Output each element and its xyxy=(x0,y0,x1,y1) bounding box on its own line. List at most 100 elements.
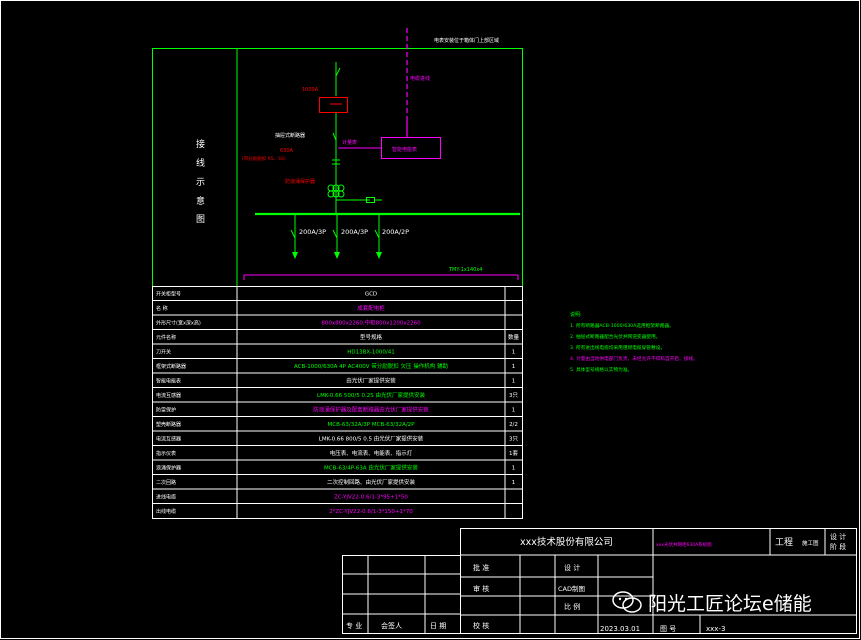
tb-mid-label: CAD制图 xyxy=(558,584,585,593)
table-cell-qty: 1 xyxy=(512,480,516,486)
side-title-char: 意 xyxy=(196,195,205,207)
sheet-no: xxx-3 xyxy=(706,625,725,633)
phase-label: 施工图 xyxy=(802,539,819,547)
feeder-label: 200A/3P xyxy=(341,228,368,236)
table-cell-name: 塑壳断路器 xyxy=(156,421,181,428)
meter-box xyxy=(381,137,441,159)
table-cell-name: 进线电缆 xyxy=(156,494,176,501)
breaker-box xyxy=(319,97,348,113)
table-cell-spec: 由光伏厂家提供安装 xyxy=(346,377,396,385)
table-cell-name: 智能电能表 xyxy=(156,378,181,385)
company-name: xxx技术股份有限公司 xyxy=(520,536,613,548)
side-title-char: 示 xyxy=(196,178,205,188)
date-value: 2023.03.01 xyxy=(600,625,640,633)
tb-row-label: 审 核 xyxy=(473,584,489,593)
table-cell-spec: 防浪涌保护器及配套断路器由光伏厂家提供安装 xyxy=(313,406,429,414)
table-cell-spec: GCD xyxy=(365,292,377,298)
title-block xyxy=(342,528,857,634)
table-cell-qty: 1 xyxy=(512,364,516,370)
breaker-switch xyxy=(332,132,337,141)
breaker-rating: 1000A xyxy=(302,87,319,93)
notes-heading: 说明: xyxy=(570,311,582,318)
breaker-sub1: 630A xyxy=(280,148,294,154)
table-cell-spec: ACB-1000/630A 4P AC400V 带分励脱扣 欠压 操作机构 辅助 xyxy=(294,362,448,370)
table-cell-qty: 1 xyxy=(512,408,516,414)
table-cell-name: 开关柜型号 xyxy=(156,291,181,298)
side-title: 接 线 示 意 图 xyxy=(196,138,205,225)
table-cell-spec: MCB-63/32A/3P MCB-63/32A/2P xyxy=(328,422,416,428)
breaker-label: 抽屉式断路器 xyxy=(275,132,305,139)
chat-bubble-icon xyxy=(612,591,642,613)
table-cell-spec: ZC-YJV22-0.6/1-3*95+1*50 xyxy=(334,495,408,501)
note-item: 2. 抽屉式断路器配合光伏并网逆变器使用。 xyxy=(570,333,660,340)
table-cell-spec: LMK-0.66 500/5 0.2S 由光伏厂家提供安装 xyxy=(317,391,425,399)
table-cell-spec: 型号规格 xyxy=(360,333,383,341)
table-cell-name: 外形尺寸(宽x深x高) xyxy=(156,320,201,327)
design-stage-b: 阶 段 xyxy=(830,542,846,551)
breaker-sub2: (带分励脱扣 RS、SS) xyxy=(242,155,286,162)
tb-row-label: 校 核 xyxy=(473,621,489,630)
watermark-text: 阳光工匠论坛e储能 xyxy=(648,592,812,615)
cable-label: 电缆进线 xyxy=(410,75,430,82)
table-cell-qty: 数量 xyxy=(508,333,520,341)
tb-row-label: 批 准 xyxy=(473,563,489,572)
side-title-char: 线 xyxy=(196,157,205,169)
side-title-char: 接 xyxy=(196,138,205,150)
table-cell-name: 电流互感器 xyxy=(156,392,181,399)
sig-label: 专 业 xyxy=(346,621,362,630)
table-cell-spec: 800x800x2260,中柜800x1200x2260 xyxy=(321,319,421,327)
note-item: 3. 所有进出线电缆均采用阻燃电缆穿管敷设。 xyxy=(570,344,665,351)
top-note: 电表安装位于箱体门上部区域 xyxy=(434,37,499,44)
feeder-branches xyxy=(290,214,380,258)
table-cell-name: 指示仪表 xyxy=(156,450,176,457)
table-cell-name: 刀开关 xyxy=(156,349,171,356)
table-cell-spec: 电压表、电流表、电能表、指示灯 xyxy=(330,449,413,457)
feeder-label: 200A/2P xyxy=(382,228,409,236)
table-cell-qty: 1 xyxy=(512,466,516,472)
meter-box-label: 智能电能表 xyxy=(392,146,417,153)
table-cell-spec: MCB-63/4P-63A 由光伏厂家提供安装 xyxy=(324,464,418,472)
table-cell-name: 二次回路 xyxy=(156,479,176,486)
surge-note: 防浪涌保护器 xyxy=(285,178,315,185)
table-cell-name: 框架式断路器 xyxy=(156,363,186,370)
table-cell-qty: 1套 xyxy=(509,449,518,457)
table-cell-name: 出线电缆 xyxy=(156,508,176,515)
table-cell-qty: 3只 xyxy=(509,392,518,399)
feeder-arrows xyxy=(292,252,382,259)
knife-switch xyxy=(335,67,341,77)
project-code: xxx光伏并网柜630A系统图 xyxy=(656,541,712,548)
table-cell-spec: HD13BX-1000/41 xyxy=(347,350,394,356)
table-cell-name: 元件名称 xyxy=(156,334,176,341)
table-cell-spec: 二次控制回路、由光伏厂家提供安装 xyxy=(327,478,416,486)
busbar-label: TMY-1x140x4 xyxy=(448,267,482,273)
sheet-no-label: 图 号 xyxy=(660,625,676,633)
sig-label: 会签人 xyxy=(381,621,402,630)
table-cell-qty: 3只 xyxy=(509,436,518,443)
note-item: 4. 计量由当地供电部门负责，未经允许不得私自开启、接线。 xyxy=(570,355,698,362)
table-cell-spec: LMK-0.66 800/5 0.5 由光伏厂家提供安装 xyxy=(319,435,424,443)
table-cell-qty: 2/2 xyxy=(509,422,518,428)
table-cell-qty: 1 xyxy=(512,350,516,356)
ct-cluster xyxy=(327,184,345,198)
design-stage-a: 设 计 xyxy=(830,532,846,541)
side-title-char: 图 xyxy=(196,214,205,225)
sig-label: 日 期 xyxy=(430,622,446,630)
project-label: 工程 xyxy=(775,537,793,548)
table-cell-spec: 2*ZC-YJV22-0.6/1-3*150+1*70 xyxy=(329,509,413,515)
tb-mid-label: 比 例 xyxy=(564,602,580,611)
table-cell-spec: 成套配电柜 xyxy=(357,304,385,312)
feeder-label: 200A/3P xyxy=(299,228,326,236)
table-cell-name: 名 称 xyxy=(156,305,168,312)
tb-mid-label: 设 计 xyxy=(564,563,580,572)
table-cell-name: 电流互感器 xyxy=(156,436,181,443)
meter-label: 计量表 xyxy=(342,139,357,146)
table-cell-qty: 1 xyxy=(512,379,516,385)
table-cell-name: 浪涌保护器 xyxy=(156,465,181,472)
note-item: 1. 所有断路器ACB-1000/630A选用框架断路器。 xyxy=(570,322,674,329)
watermark: 阳光工匠论坛e储能 xyxy=(612,584,852,620)
table-cell-name: 防雷保护 xyxy=(156,407,176,414)
note-item: 5. 具体型号规格以实物为准。 xyxy=(570,366,632,373)
